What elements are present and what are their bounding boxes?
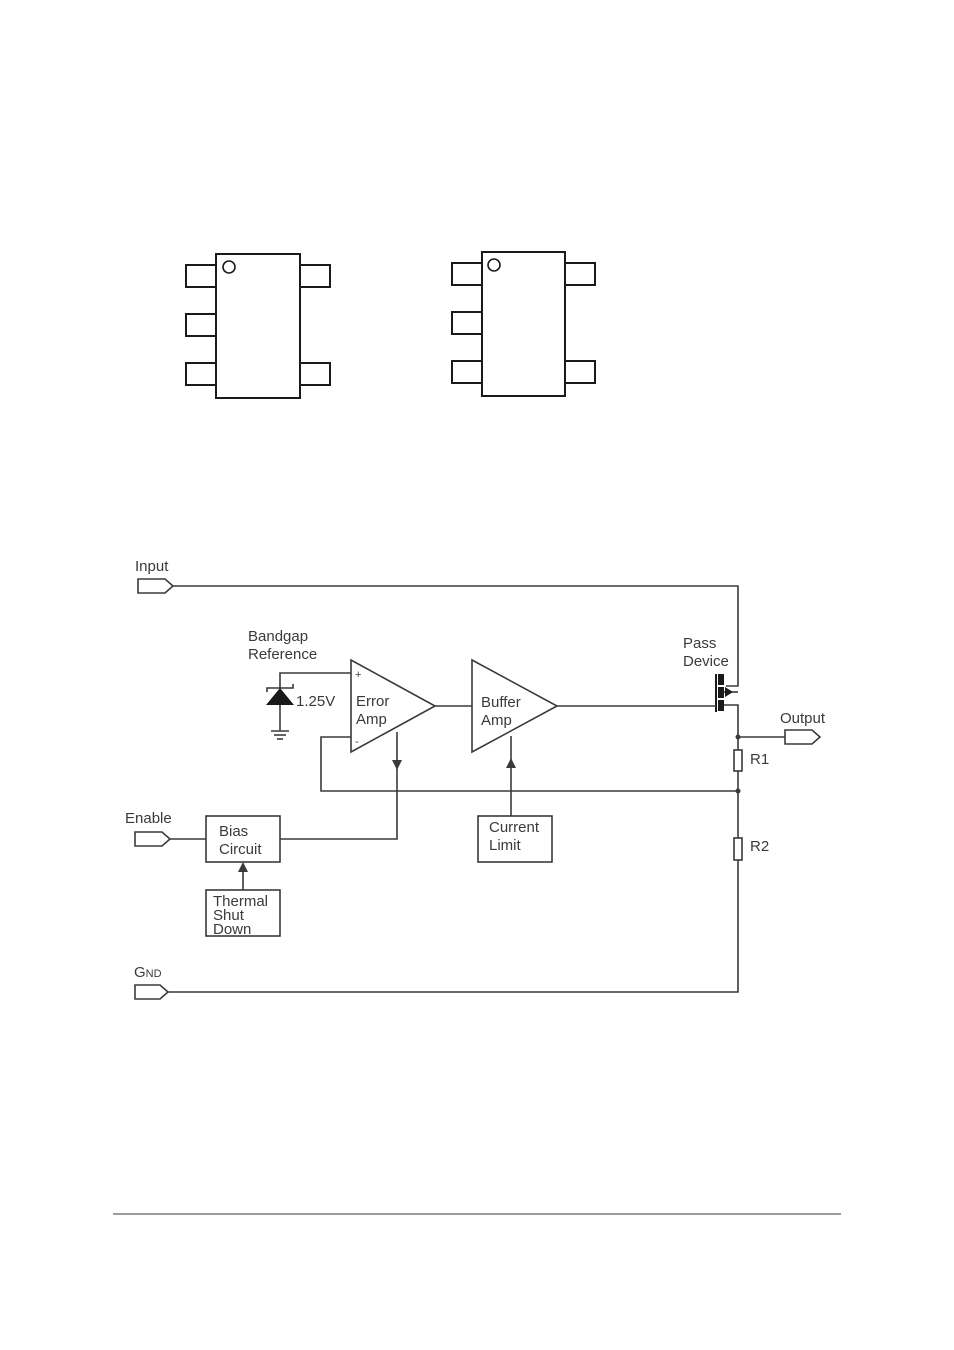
bias-circuit-label-line1: Bias [219, 823, 248, 840]
error-amp-minus: - [355, 736, 359, 748]
error-amp-label-line1: Error [356, 693, 389, 710]
pass-device-label-line2: Device [683, 653, 729, 670]
package-left-body [216, 254, 300, 398]
package-right [452, 252, 595, 396]
pass-device-body-segment [718, 687, 724, 698]
package-left-pin-5 [300, 265, 330, 287]
pass-device-source-lead [724, 705, 738, 750]
gnd-port [135, 985, 168, 999]
pass-device-label-line1: Pass [683, 635, 716, 652]
resistor-r1 [734, 750, 742, 771]
gnd-label-main: G [134, 964, 146, 981]
error-amp-plus: + [355, 669, 361, 681]
bias-to-error-amp-wire [280, 732, 397, 839]
bandgap-label-line1: Bandgap [248, 628, 308, 645]
package-right-pin-2 [452, 312, 482, 334]
input-label: Input [135, 558, 169, 575]
pass-device-source-segment [718, 700, 724, 711]
buffer-amp-label-line1: Buffer [481, 694, 521, 711]
package-right-pin-5 [565, 263, 595, 285]
gnd-label-sub: ND [146, 968, 162, 980]
package-left-pin-2 [186, 314, 216, 336]
package-right-pin-4 [565, 361, 595, 383]
current-limit-label-line1: Current [489, 819, 540, 836]
gnd-label: GND [134, 964, 162, 981]
bias-circuit-label-line2: Circuit [219, 841, 262, 858]
pass-device-drain-segment [718, 674, 724, 685]
output-port [785, 730, 820, 744]
enable-label: Enable [125, 810, 172, 827]
thermal-shutdown-label-line3: Down [213, 921, 251, 938]
bandgap-label-line2: Reference [248, 646, 317, 663]
zener-triangle [266, 688, 294, 705]
feedback-wire [321, 737, 738, 791]
resistor-r1-label: R1 [750, 751, 769, 768]
package-left [186, 254, 330, 398]
enable-port [135, 832, 170, 846]
current-limit-arrow [506, 758, 516, 768]
bias-arrow [392, 760, 402, 770]
output-junction [736, 735, 741, 740]
package-left-pin-4 [300, 363, 330, 385]
output-label: Output [780, 710, 826, 727]
resistor-r2-label: R2 [750, 838, 769, 855]
input-port [138, 579, 173, 593]
package-right-pin-3 [452, 361, 482, 383]
reference-wire [280, 673, 351, 676]
error-amp-label-line2: Amp [356, 711, 387, 728]
resistor-r2 [734, 838, 742, 860]
buffer-amp-label-line2: Amp [481, 712, 512, 729]
reference-voltage-label: 1.25V [296, 693, 335, 710]
current-limit-label-line2: Limit [489, 837, 522, 854]
package-left-pin-1 [186, 265, 216, 287]
package-right-body [482, 252, 565, 396]
thermal-arrow [238, 862, 248, 872]
pass-device-arrow [725, 687, 733, 697]
package-right-pin-1 [452, 263, 482, 285]
block-diagram: Input Pass Device Output R1 R2 Bandga [125, 558, 826, 999]
package-left-pin-3 [186, 363, 216, 385]
